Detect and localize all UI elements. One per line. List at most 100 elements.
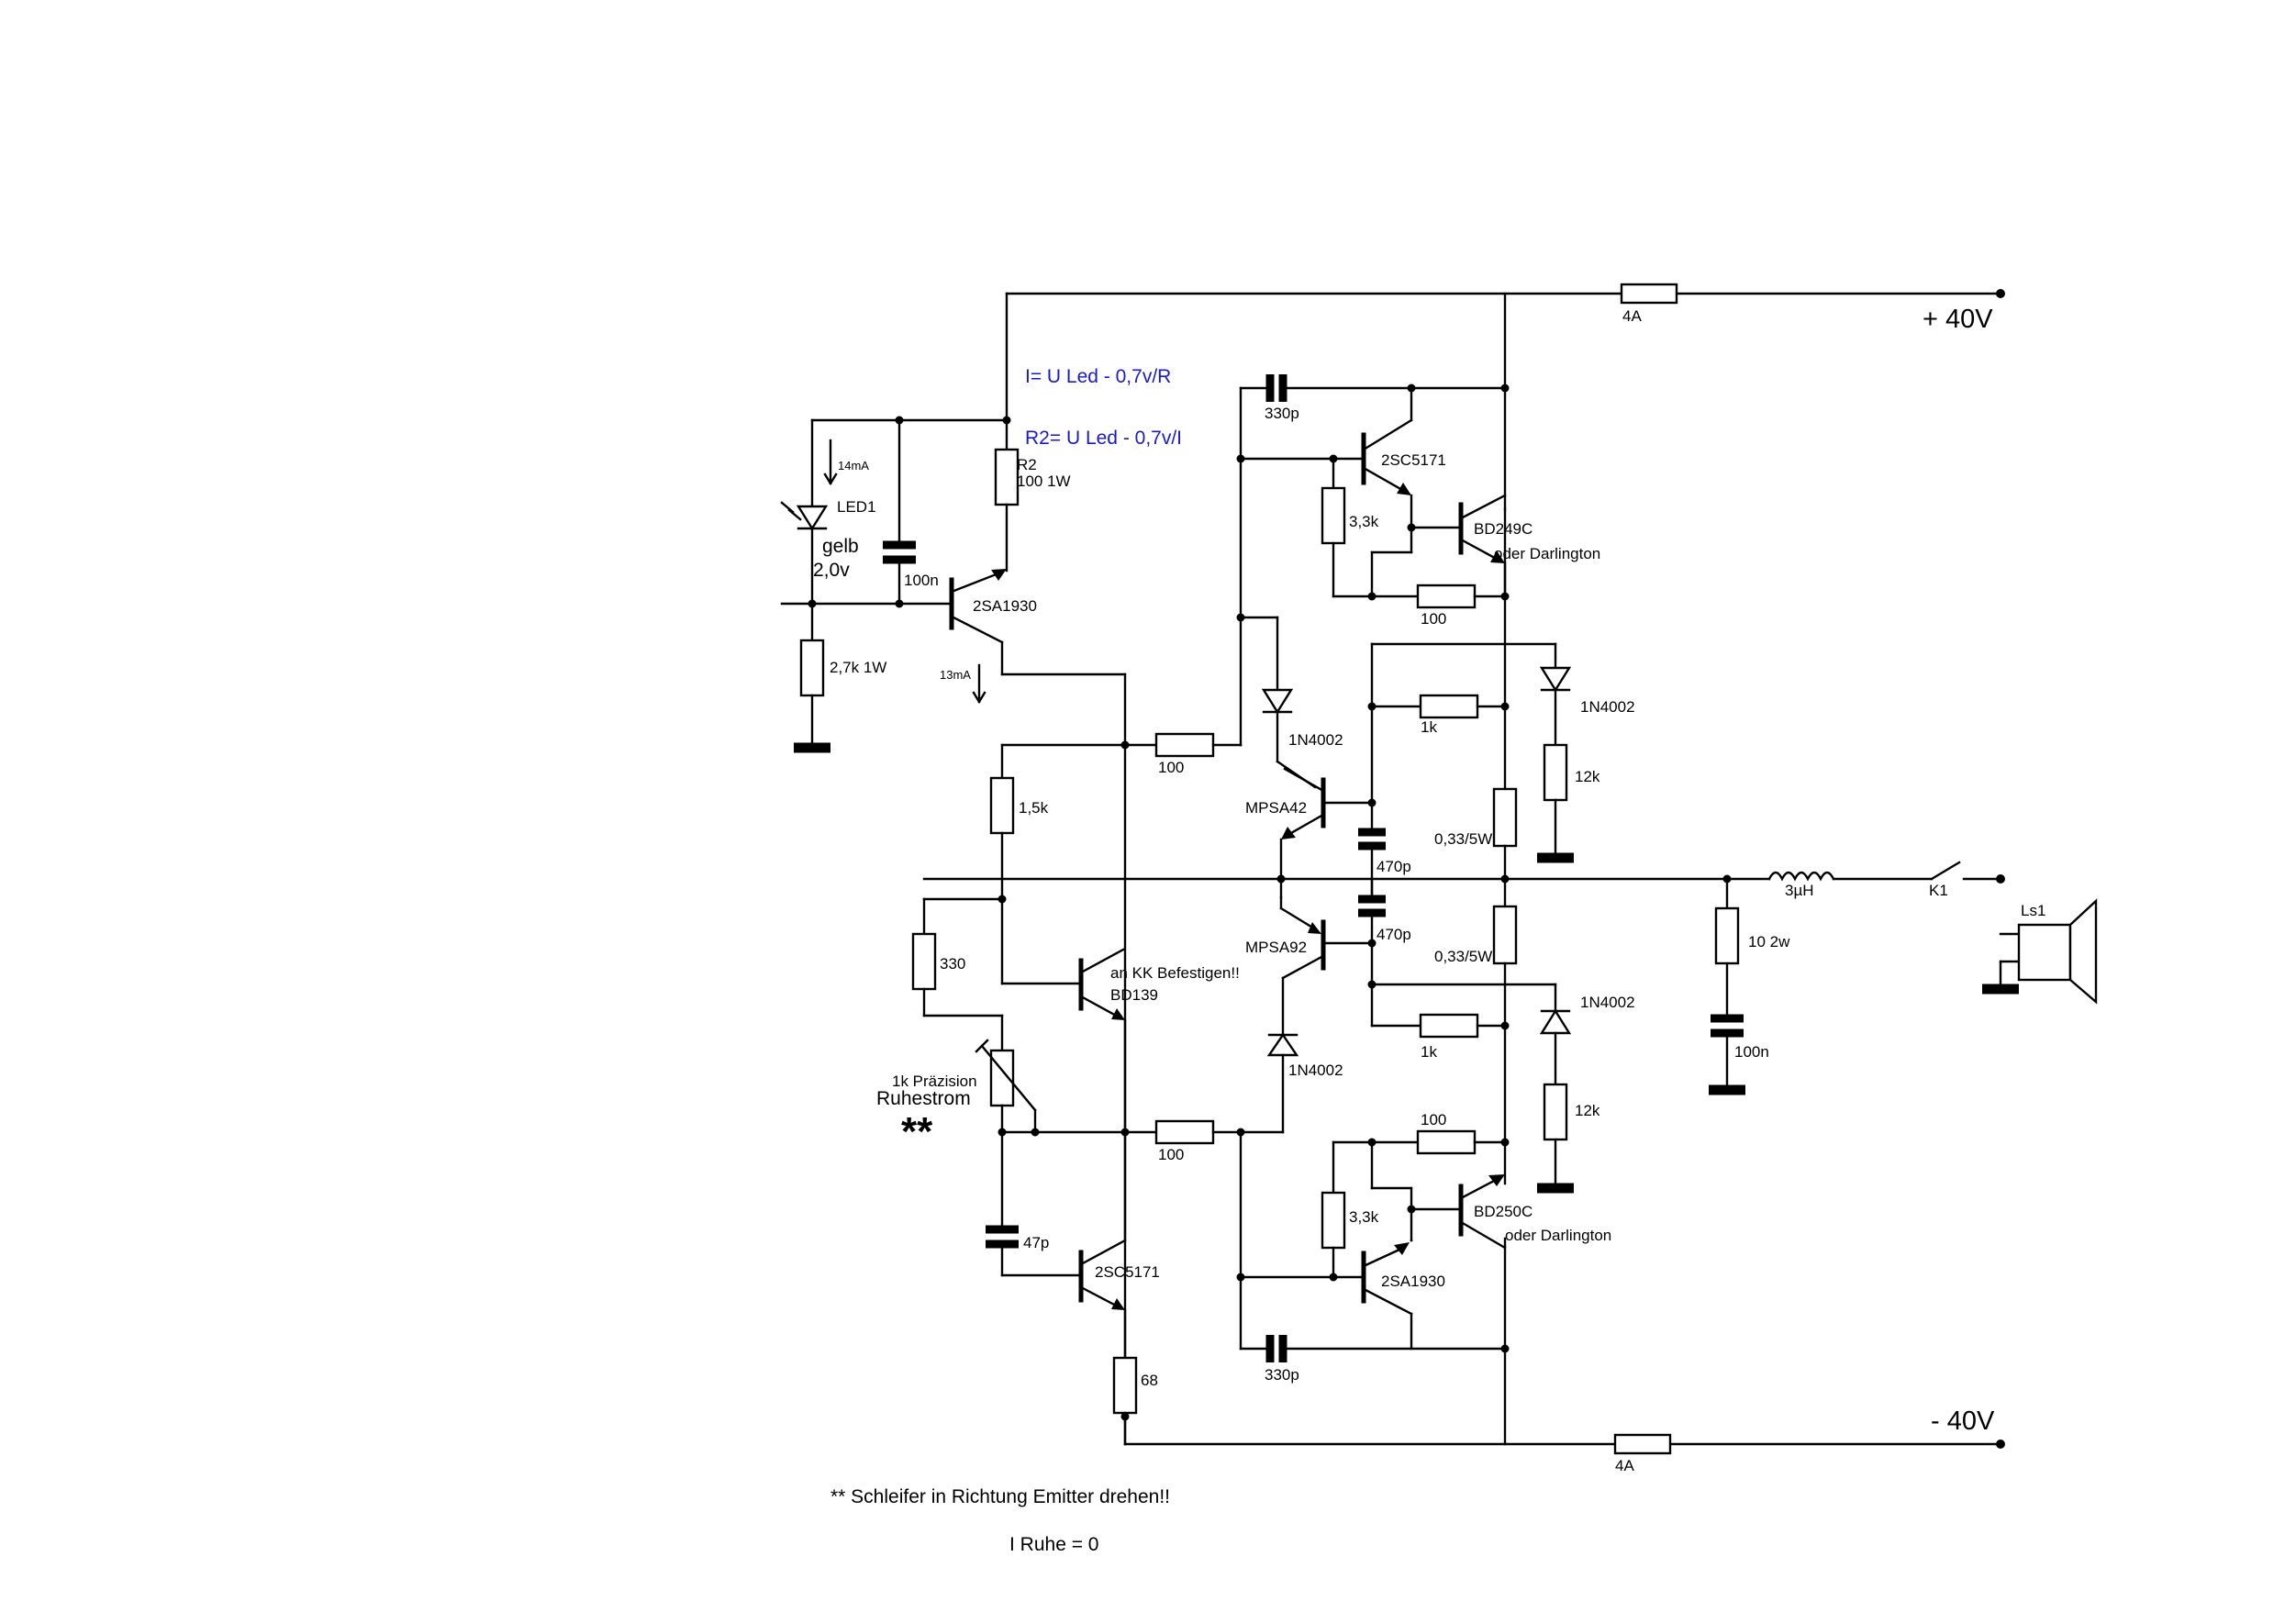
resistor-100-input-bottom <box>1154 1119 1215 1145</box>
resistor-12k-bottom <box>1543 1083 1568 1141</box>
resistor-r2-name-label: R2 <box>1017 456 1037 473</box>
fuse-top-label: 4A <box>1622 307 1642 325</box>
resistor-zobel-label: 10 2w <box>1748 933 1790 950</box>
resistor-100-bottom-driver-label: 100 <box>1421 1111 1446 1128</box>
resistor-1k5-label: 1,5k <box>1019 799 1049 817</box>
positive-rail <box>1005 283 2005 422</box>
positive-rail-label: + 40V <box>1923 305 1993 334</box>
resistor-033-bottom-label: 0,33/5W <box>1434 948 1492 965</box>
resistor-330-label: 330 <box>940 955 965 973</box>
led-voltage-label: 2,0v <box>813 560 850 581</box>
resistor-1k5 <box>989 776 1015 835</box>
q-bd249c-label: BD249C <box>1474 520 1533 538</box>
fuse-bottom <box>1613 1433 1672 1455</box>
q-2sc5171-vas-label: 2SC5171 <box>1095 1263 1160 1281</box>
resistor-033-top-label: 0,33/5W <box>1434 830 1492 848</box>
q-bd250c-label: BD250C <box>1474 1203 1533 1220</box>
q-2sa1930-bottom-emitter-arrow <box>1394 1242 1410 1255</box>
inductor-3uh <box>1767 871 1835 882</box>
footnote: ** Schleifer in Richtung Emitter drehen!… <box>830 1486 1170 1507</box>
resistor-r2 <box>994 448 1020 506</box>
q-bd139-emitter-arrow <box>1111 1008 1125 1020</box>
resistor-100-top-driver <box>1416 584 1477 609</box>
cap-470p-bottom-label: 470p <box>1376 926 1411 943</box>
q-2sa1930-ccs-label: 2SA1930 <box>973 597 1037 615</box>
diode-1n4002-left-bottom-label: 1N4002 <box>1288 1062 1343 1079</box>
negative-rail-label: - 40V <box>1931 1406 1995 1436</box>
relay-k1-contact <box>1996 874 2005 884</box>
speaker-ls1-cone <box>2068 898 2098 1005</box>
q-2sa1930-ccs-emitter-arrow <box>991 569 1007 581</box>
vas-stage <box>911 732 1771 1446</box>
bias-transistors <box>1236 457 1386 1137</box>
fuse-bottom-label: 4A <box>1615 1457 1634 1474</box>
q-bd139-label: BD139 <box>1110 986 1158 1004</box>
resistor-3k3-bottom-label: 3,3k <box>1349 1208 1379 1226</box>
relay-label: K1 <box>1929 882 1948 899</box>
q-mpsa42-label: MPSA42 <box>1245 799 1307 817</box>
resistor-033-bottom <box>1492 905 1518 965</box>
resistor-12k-top <box>1543 743 1568 802</box>
led1-label: LED1 <box>837 498 876 516</box>
resistor-1k-bottom-label: 1k <box>1421 1043 1437 1061</box>
negative-terminal <box>1996 1440 2005 1449</box>
resistor-68 <box>1112 1356 1138 1415</box>
darlington-top-label: oder Darlington <box>1494 545 1600 562</box>
resistor-100-input-top-label: 100 <box>1158 759 1184 776</box>
q-bd250c-emitter-arrow <box>1488 1174 1505 1186</box>
resistor-2k7 <box>799 639 825 697</box>
q-2sa1930-bottom-label: 2SA1930 <box>1381 1273 1445 1290</box>
speaker-ls1-body <box>2017 923 2072 982</box>
cap-330p-bottom-label: 330p <box>1265 1366 1299 1384</box>
resistor-r2-value-label: 100 1W <box>1017 472 1071 490</box>
led-color-label: gelb <box>822 536 859 557</box>
resistor-2k7-label: 2,7k 1W <box>830 659 886 676</box>
top-protection <box>1367 642 1574 863</box>
resistor-100-input-bottom-label: 100 <box>1158 1146 1184 1163</box>
q-mpsa92-label: MPSA92 <box>1245 939 1307 956</box>
q-mpsa92-emitter-arrow <box>1308 922 1321 934</box>
inductor-label: 3µH <box>1785 882 1814 899</box>
bottom-protection <box>1367 941 1574 1194</box>
resistor-12k-top-label: 12k <box>1575 768 1600 785</box>
bd139-note: an KK Befestigen!! <box>1110 964 1240 982</box>
q-2sc5171-top-label: 2SC5171 <box>1381 451 1446 469</box>
cap-zobel-label: 100n <box>1734 1043 1769 1061</box>
q-bd249c-emitter-arrow <box>1490 550 1505 563</box>
led1 <box>796 505 829 531</box>
cap-330p-top-label: 330p <box>1265 405 1299 422</box>
cap-470p-top-label: 470p <box>1376 858 1411 875</box>
resistor-033-top <box>1492 787 1518 848</box>
diode-1n4002-right-top <box>1539 666 1572 693</box>
pot-sub-label: Ruhestrom <box>876 1088 971 1109</box>
resistor-100-bottom-driver <box>1416 1129 1477 1155</box>
formula-current: I= U Led - 0,7v/R <box>1025 366 1171 387</box>
resistor-3k3-top <box>1321 486 1346 545</box>
cap-47p-label: 47p <box>1023 1234 1049 1251</box>
fuse-top <box>1620 283 1678 305</box>
resistor-1k-top-label: 1k <box>1421 718 1437 736</box>
resistor-3k3-bottom <box>1321 1191 1346 1250</box>
diode-1n4002-left-bottom <box>1266 1032 1299 1057</box>
resistor-12k-bottom-label: 12k <box>1575 1102 1600 1119</box>
negative-rail <box>1123 1433 2005 1455</box>
resistor-3k3-top-label: 3,3k <box>1349 513 1379 530</box>
cap-100n-bias-label: 100n <box>904 572 939 589</box>
output-column <box>1492 292 1518 1446</box>
diode-1n4002-left-top <box>1261 688 1294 715</box>
speaker-label: Ls1 <box>2021 902 2045 919</box>
i-ruhe-note: I Ruhe = 0 <box>1009 1534 1098 1555</box>
resistor-zobel <box>1714 906 1740 965</box>
diode-1n4002-left-top-label: 1N4002 <box>1288 731 1343 749</box>
resistor-68-label: 68 <box>1141 1372 1158 1389</box>
resistor-330 <box>911 932 937 991</box>
current-14ma-label: 14mA <box>838 459 869 472</box>
resistor-100-top-driver-label: 100 <box>1421 610 1446 628</box>
top-output-stage <box>1236 374 1510 609</box>
diode-1n4002-right-bottom-label: 1N4002 <box>1580 994 1635 1011</box>
resistor-100-input-top <box>1154 732 1215 758</box>
output-network <box>1709 861 2098 1095</box>
current-13ma-label: 13mA <box>940 668 971 682</box>
darlington-bottom-label: oder Darlington <box>1505 1227 1611 1244</box>
